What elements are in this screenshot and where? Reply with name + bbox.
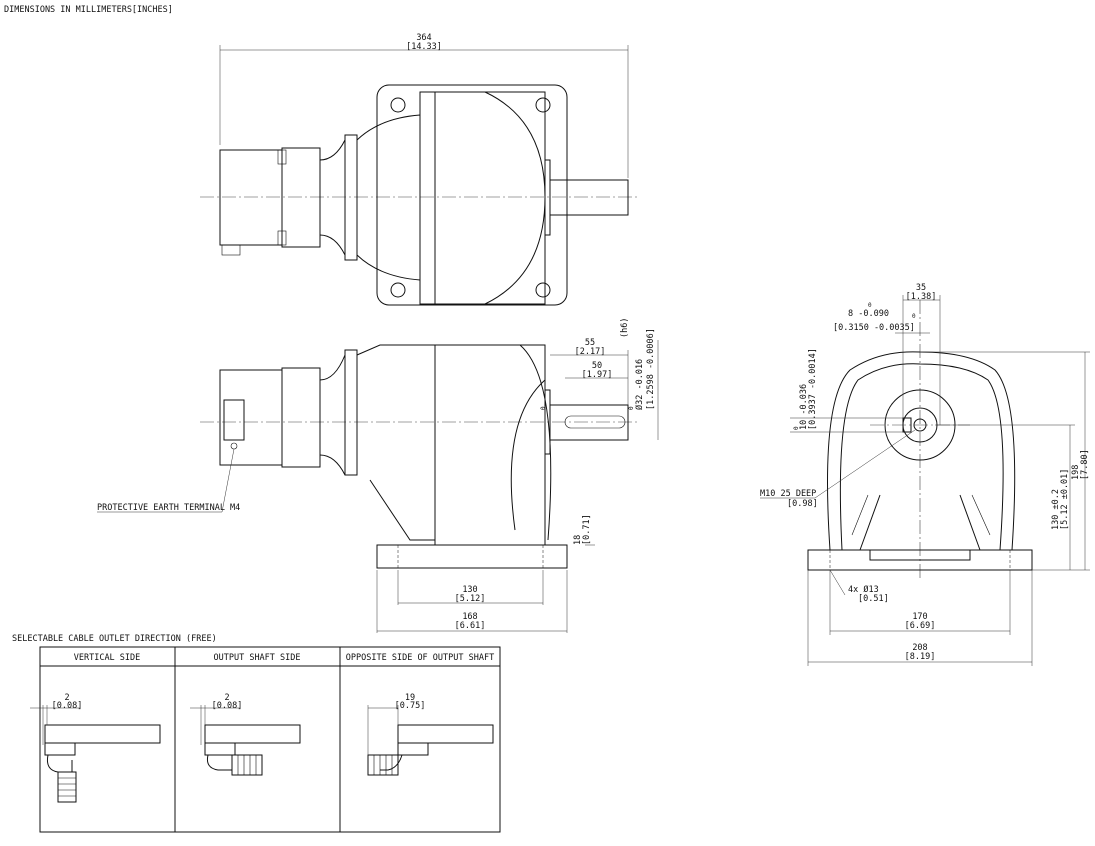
key-width-tol-top: 0 xyxy=(868,302,872,309)
dim-35: 35 xyxy=(916,283,926,293)
holes-spec-in: [0.51] xyxy=(858,594,889,604)
holes-spec: 4x Ø13 xyxy=(848,584,879,595)
dim-130-center: 130 ±0.2 xyxy=(1051,489,1061,530)
front-view: 35 [1.38] 0 8 -0.090 0 [0.3150 -0.0035] … xyxy=(760,283,1090,666)
dim-55: 55 xyxy=(585,338,595,348)
dim-50-in: [1.97] xyxy=(582,370,613,380)
key-width-in-tol-top: 0 xyxy=(912,313,916,320)
dim-170: 170 xyxy=(912,612,927,622)
fit-h6: (h6) xyxy=(620,318,630,338)
col-header-opposite: OPPOSITE SIDE OF OUTPUT SHAFT xyxy=(346,653,494,663)
key-height-tol-top: 0 xyxy=(793,426,800,430)
dim-10-in: [0.3937 -0.0014] xyxy=(808,348,818,430)
earth-terminal-label: PROTECTIVE EARTH TERMINAL M4 xyxy=(97,503,240,513)
dim-8: 8 -0.090 xyxy=(848,309,889,319)
dim-18-in: [0.71] xyxy=(582,514,592,545)
side-view: 55 [2.17] 50 [1.97] 0 Ø32 -0.016 0 [1.25… xyxy=(97,318,659,633)
dim-55-in: [2.17] xyxy=(575,347,606,357)
dim-198-in: [7.80] xyxy=(1080,449,1090,480)
dim-208-in: [8.19] xyxy=(905,652,936,662)
cable-table-title: SELECTABLE CABLE OUTLET DIRECTION (FREE) xyxy=(12,634,217,644)
dim-170-in: [6.69] xyxy=(905,621,936,631)
dim-208: 208 xyxy=(912,643,927,653)
dim-18: 18 xyxy=(573,535,583,545)
col-header-output: OUTPUT SHAFT SIDE xyxy=(214,653,301,663)
col2-dim: 2 xyxy=(224,693,229,703)
dim-168-in: [6.61] xyxy=(455,621,486,631)
col3-dim: 19 xyxy=(405,693,415,703)
col3-dim-in: [0.75] xyxy=(395,701,426,711)
dim-168: 168 xyxy=(462,612,477,622)
top-view: 364 [14.33] xyxy=(200,33,640,306)
col-header-vertical: VERTICAL SIDE xyxy=(74,653,141,663)
dim-130: 130 xyxy=(462,585,477,595)
tap-spec-in: [0.98] xyxy=(787,499,818,509)
dim-50: 50 xyxy=(592,361,602,371)
dim-130-in: [5.12] xyxy=(455,594,486,604)
tap-spec: M10 25 DEEP xyxy=(760,489,816,499)
dim-10: 10 -0.036 xyxy=(799,384,809,430)
shaft-dia-in: [1.2598 -0.0006] xyxy=(646,328,656,410)
dim-130-center-in: [5.12 ±0.01] xyxy=(1060,469,1070,530)
shaft-dia: Ø32 -0.016 xyxy=(634,359,645,410)
dim-198: 198 xyxy=(1071,465,1081,480)
shaft-dia-in-tol-top: 0 xyxy=(540,406,547,410)
cable-outlet-table: SELECTABLE CABLE OUTLET DIRECTION (FREE)… xyxy=(12,634,501,833)
col1-dim: 2 xyxy=(64,693,69,703)
earth-terminal-box xyxy=(223,399,245,441)
col1-dim-in: [0.08] xyxy=(52,701,83,711)
shaft-dia-tol-top: 0 xyxy=(628,406,635,410)
dim-364: 364 xyxy=(416,33,431,43)
dim-8-in: [0.3150 -0.0035] xyxy=(833,323,915,333)
drawing-title: DIMENSIONS IN MILLIMETERS[INCHES] xyxy=(4,5,173,15)
col2-dim-in: [0.08] xyxy=(212,701,243,711)
dim-364-in: [14.33] xyxy=(406,42,442,52)
dim-35-in: [1.38] xyxy=(906,292,937,302)
